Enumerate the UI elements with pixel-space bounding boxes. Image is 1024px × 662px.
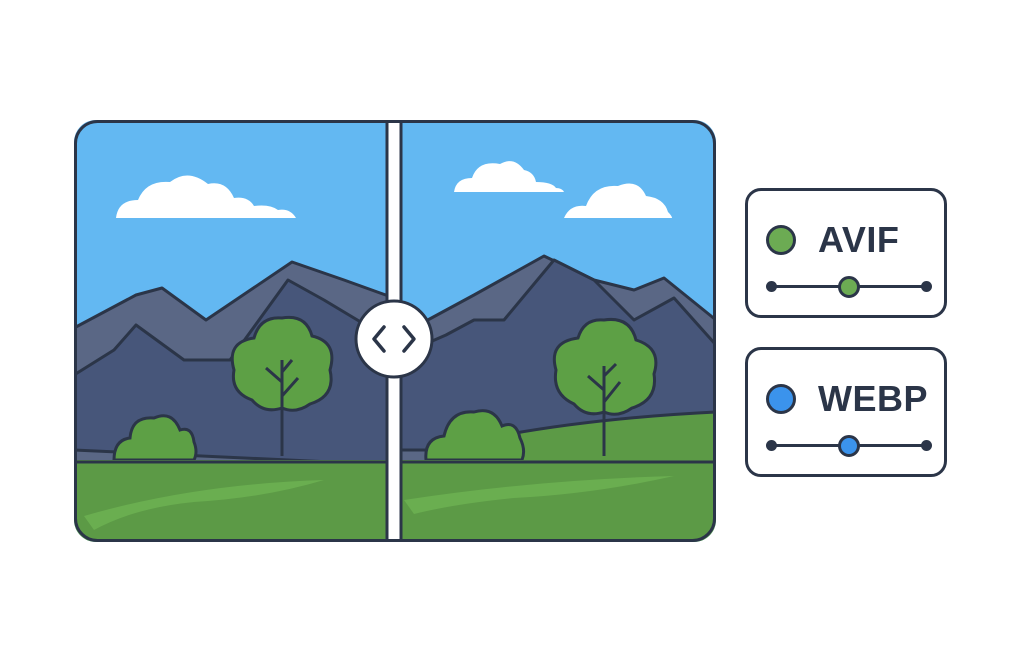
- slider-min-stop: [766, 440, 777, 451]
- format-card-avif[interactable]: AVIF: [745, 188, 947, 318]
- avif-slider-thumb[interactable]: [838, 276, 860, 298]
- cloud-icon: [564, 183, 672, 218]
- avif-color-indicator: [766, 225, 796, 255]
- tree-icon: [230, 315, 334, 456]
- webp-slider-thumb[interactable]: [838, 435, 860, 457]
- cloud-icon: [454, 161, 564, 192]
- avif-quality-slider[interactable]: [766, 275, 932, 299]
- format-label-avif: AVIF: [818, 219, 900, 260]
- webp-color-indicator: [766, 384, 796, 414]
- chevron-left-right-icon: [372, 325, 416, 353]
- right-image-panel: [400, 120, 716, 542]
- bush-icon: [112, 414, 198, 462]
- cloud-icon: [116, 175, 296, 218]
- image-comparison-viewer: [74, 120, 716, 542]
- tree-icon: [552, 317, 658, 456]
- slider-min-stop: [766, 281, 777, 292]
- slider-max-stop: [921, 281, 932, 292]
- left-image-panel: [74, 120, 388, 542]
- format-card-webp[interactable]: WEBP: [745, 347, 947, 477]
- format-label-webp: WEBP: [818, 378, 928, 419]
- webp-quality-slider[interactable]: [766, 434, 932, 458]
- bush-icon: [424, 409, 526, 462]
- slider-max-stop: [921, 440, 932, 451]
- compare-drag-handle[interactable]: [354, 299, 434, 379]
